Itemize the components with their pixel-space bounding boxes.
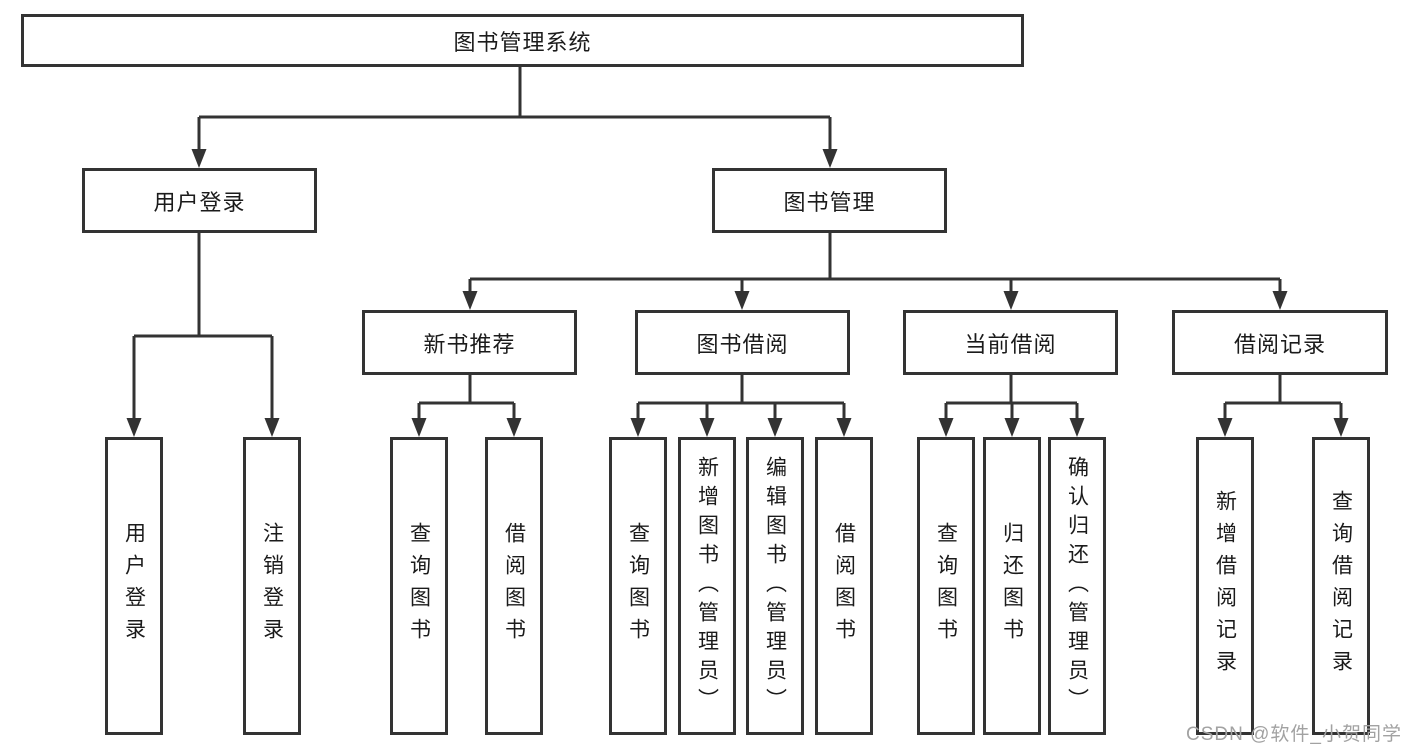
node-current-borrowing: 当前借阅	[903, 310, 1118, 375]
leaf-add-books-admin: 新增图书（管理员）	[678, 437, 736, 735]
connector-root-to-level2	[197, 67, 832, 152]
node-library-system: 图书管理系统	[21, 14, 1024, 67]
node-label: 图书借阅	[696, 331, 789, 357]
arrow-icon	[734, 291, 750, 310]
node-label: 借阅图书	[832, 522, 856, 650]
node-label: 借阅记录	[1233, 331, 1326, 357]
leaf-add-borrow-record: 新增借阅记录	[1196, 437, 1254, 735]
node-label: 注销登录	[260, 522, 284, 650]
arrow-icon	[938, 418, 954, 437]
connector-new-book-children	[417, 375, 516, 421]
arrow-icon	[630, 418, 646, 437]
node-user-login: 用户登录	[82, 168, 317, 233]
connector-book-management-children	[468, 233, 1282, 294]
connector-current-borrowing-children	[944, 375, 1079, 421]
arrow-icon	[822, 149, 838, 168]
node-book-borrowing: 图书借阅	[635, 310, 850, 375]
node-label: 归还图书	[1000, 522, 1024, 650]
connector-borrowing-records-children	[1223, 375, 1343, 421]
arrow-icon	[411, 418, 427, 437]
leaf-confirm-return-admin: 确认归还（管理员）	[1048, 437, 1106, 735]
leaf-logout: 注销登录	[243, 437, 301, 735]
node-label: 借阅图书	[502, 522, 526, 650]
node-label: 查询借阅记录	[1329, 490, 1353, 682]
leaf-borrow-books-recommend: 借阅图书	[485, 437, 543, 735]
leaf-search-books-borrowing: 查询图书	[609, 437, 667, 735]
arrow-icon	[126, 418, 142, 437]
node-label: 新增借阅记录	[1213, 490, 1237, 682]
leaf-edit-books-admin: 编辑图书（管理员）	[746, 437, 804, 735]
node-borrowing-records: 借阅记录	[1172, 310, 1388, 375]
node-label: 编辑图书（管理员）	[763, 455, 787, 717]
arrow-icon	[1069, 418, 1085, 437]
leaf-search-books-current: 查询图书	[917, 437, 975, 735]
arrow-icon	[699, 418, 715, 437]
arrow-icon	[836, 418, 852, 437]
node-book-management: 图书管理	[712, 168, 947, 233]
node-label: 查询图书	[407, 522, 431, 650]
leaf-borrow-books-borrowing: 借阅图书	[815, 437, 873, 735]
arrowheads	[126, 149, 1349, 437]
arrow-icon	[462, 291, 478, 310]
leaf-search-books-recommend: 查询图书	[390, 437, 448, 735]
arrow-icon	[767, 418, 783, 437]
node-label: 当前借阅	[964, 331, 1057, 357]
node-label: 新增图书（管理员）	[695, 455, 719, 717]
node-label: 查询图书	[626, 522, 650, 650]
arrow-icon	[1004, 418, 1020, 437]
arrow-icon	[1272, 291, 1288, 310]
watermark: CSDN @软件_小贺同学	[1186, 724, 1402, 745]
leaf-user-login: 用户登录	[105, 437, 163, 735]
node-label: 查询图书	[934, 522, 958, 650]
node-label: 图书管理系统	[453, 29, 592, 55]
leaf-search-borrow-record: 查询借阅记录	[1312, 437, 1370, 735]
node-label: 图书管理	[783, 189, 876, 215]
node-label: 用户登录	[153, 189, 246, 215]
arrow-icon	[1333, 418, 1349, 437]
arrow-icon	[1003, 291, 1019, 310]
connector-book-borrowing-children	[636, 375, 846, 421]
node-label: 新书推荐	[423, 331, 516, 357]
leaf-return-books: 归还图书	[983, 437, 1041, 735]
connector-user-login-children	[132, 233, 274, 421]
arrow-icon	[1217, 418, 1233, 437]
node-label: 确认归还（管理员）	[1065, 455, 1089, 717]
arrow-icon	[506, 418, 522, 437]
node-label: 用户登录	[122, 522, 146, 650]
arrow-icon	[191, 149, 207, 168]
arrow-icon	[264, 418, 280, 437]
node-new-book-recommendation: 新书推荐	[362, 310, 577, 375]
